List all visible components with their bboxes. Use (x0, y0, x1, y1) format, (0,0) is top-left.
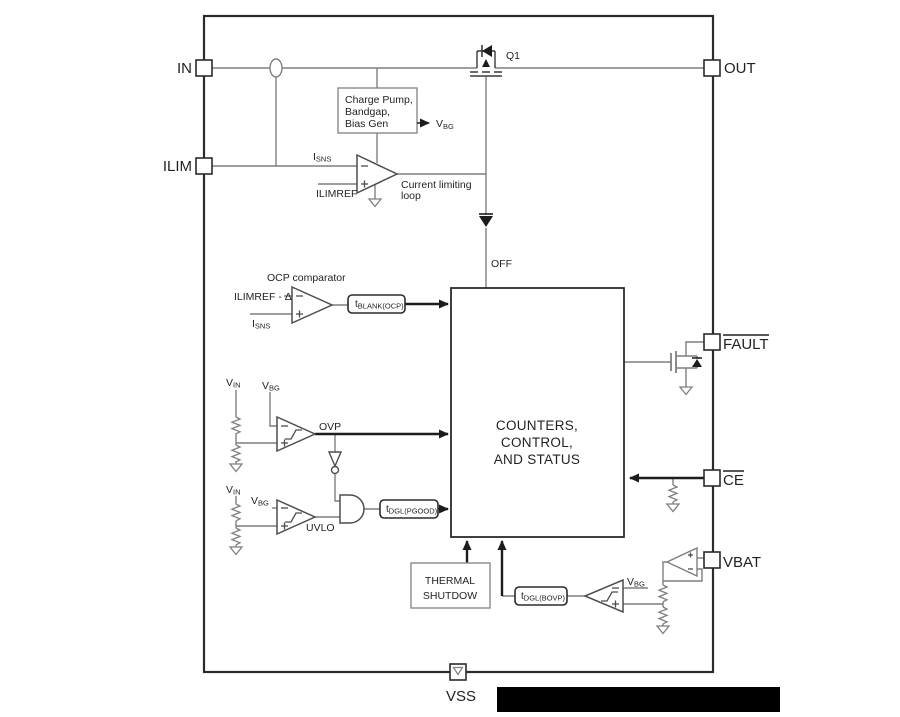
ovp-comparator: VIN VBG OVP (226, 377, 341, 473)
pin-in: IN (177, 59, 213, 77)
pin-vbat: VBAT (703, 551, 761, 571)
pins: IN ILIM OUT FAULT CE VBAT VSS (163, 59, 769, 705)
pin-ce: CE (703, 469, 744, 489)
current-limiting-label: Current limiting (401, 179, 472, 191)
ground-symbol (229, 463, 243, 473)
svg-text:CONTROL,: CONTROL, (501, 435, 573, 450)
counters-block: COUNTERS, CONTROL, AND STATUS (450, 287, 625, 538)
q1-mosfet (470, 45, 502, 77)
fault-mosfet (670, 351, 702, 396)
wiring (212, 67, 704, 626)
svg-text:SHUTDOW: SHUTDOW (423, 590, 477, 602)
pin-fault: FAULT (703, 333, 769, 353)
charge-pump-block: Charge Pump, Bandgap, Bias Gen VBG (337, 87, 454, 134)
and-gate (339, 494, 365, 524)
svg-text:AND STATUS: AND STATUS (494, 452, 581, 467)
bovp-comparator: VBG (583, 576, 645, 614)
svg-text:OUT: OUT (724, 60, 756, 77)
vbg-label: VBG (251, 495, 269, 508)
ground-icon (452, 666, 464, 676)
ground-symbol (229, 546, 243, 556)
svg-text:CE: CE (723, 472, 744, 489)
pin-out: OUT (703, 59, 756, 77)
q1-label: Q1 (506, 50, 520, 62)
svg-text:tDGL(BOVP): tDGL(BOVP) (521, 591, 566, 603)
resistor (231, 503, 241, 522)
svg-text:VBAT: VBAT (723, 554, 761, 571)
vbg-label: VBG (627, 576, 645, 589)
vbg-label: VBG (262, 380, 280, 393)
current-limit-comparator: ISNS ILIMREF Current limiting loop (313, 151, 472, 208)
tdgl-pgood-box: tDGL(PGOOD) (379, 499, 439, 519)
current-sense-element (269, 58, 283, 78)
svg-text:tDGL(PGOOD): tDGL(PGOOD) (386, 504, 438, 516)
svg-text:FAULT: FAULT (723, 336, 769, 353)
svg-text:Charge Pump,: Charge Pump, (345, 94, 413, 106)
ocp-comparator: OCP comparator ILIMREF - Δ ISNS (234, 272, 346, 331)
isns-label: ISNS (313, 151, 331, 164)
svg-text:tBLANK(OCP): tBLANK(OCP) (355, 299, 404, 311)
inverter (327, 451, 343, 475)
uvlo-comparator: VIN VBG UVLO (226, 484, 335, 556)
ground-symbol (368, 198, 382, 208)
pin-ilim: ILIM (163, 157, 213, 175)
resistor (658, 606, 668, 625)
thermal-shutdown-block: THERMAL SHUTDOW (410, 562, 491, 609)
resistor (658, 584, 668, 603)
ovp-label: OVP (319, 421, 341, 433)
svg-text:THERMAL: THERMAL (425, 575, 475, 587)
ground-symbol (666, 503, 680, 513)
uvlo-label: UVLO (306, 522, 335, 534)
ilimref-label: ILIMREF (316, 188, 357, 200)
svg-text:Bandgap,: Bandgap, (345, 106, 390, 118)
vbat-buffer-amp (656, 546, 698, 635)
vin-label: VIN (226, 484, 241, 497)
ilimref-delta-label: ILIMREF - Δ (234, 291, 292, 303)
svg-text:IN: IN (177, 60, 192, 77)
off-label: OFF (491, 258, 512, 270)
ground-symbol (679, 386, 693, 396)
resistor (231, 416, 241, 435)
svg-text:ILIM: ILIM (163, 158, 192, 175)
ground-symbol (656, 625, 670, 635)
resistor (231, 444, 241, 463)
pin-vss: VSS (446, 663, 476, 705)
svg-text:Bias Gen: Bias Gen (345, 118, 388, 130)
resistor (231, 527, 241, 546)
ce-pulldown (666, 484, 680, 513)
svg-text:VSS: VSS (446, 688, 476, 705)
svg-text:loop: loop (401, 190, 421, 202)
gate-diode (479, 213, 493, 227)
tdgl-bovp-box: tDGL(BOVP) (514, 586, 568, 606)
signal-arrows (315, 299, 704, 596)
isns-label: ISNS (252, 318, 270, 331)
vbg-output-label: VBG (436, 118, 454, 131)
svg-text:COUNTERS,: COUNTERS, (496, 418, 578, 433)
ocp-comparator-label: OCP comparator (267, 272, 346, 284)
resistor (668, 484, 678, 503)
tblank-ocp-box: tBLANK(OCP) (347, 294, 406, 314)
redaction-bar (497, 687, 780, 712)
vin-label: VIN (226, 377, 241, 390)
